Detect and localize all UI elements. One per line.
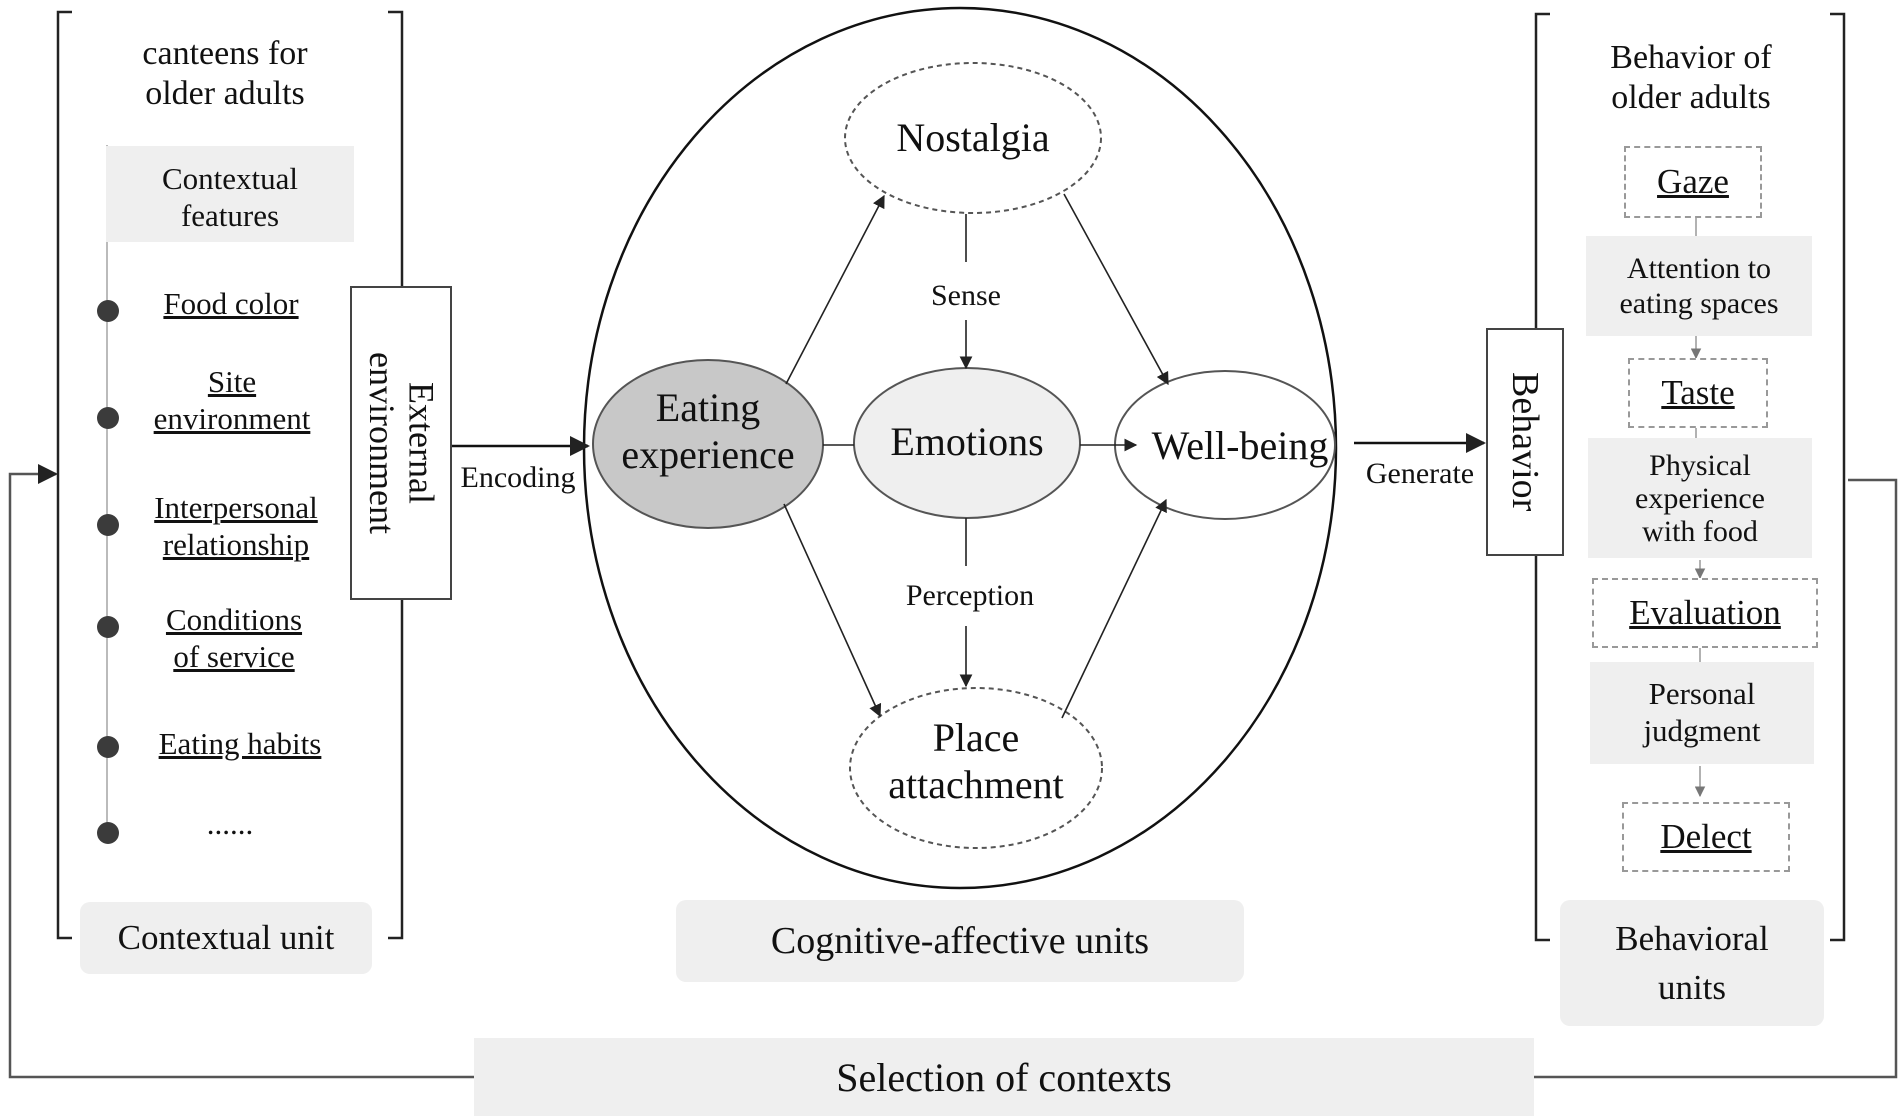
external-environment-box: External environment [350,286,452,600]
sense-label: Sense [931,279,1001,312]
item-eating-habits: Eating habits [158,726,322,761]
edge-eating-place [783,503,882,718]
step-evaluation: Evaluation [1592,578,1818,648]
nostalgia-node [844,62,1102,214]
step-delect: Delect [1622,802,1790,872]
item-site-environment: Site environment [153,364,311,436]
behavioral-units-label: Behavioral units [1560,900,1824,1026]
emotions-label: Emotions [890,419,1044,464]
edge-eating-nostalgia [785,194,885,385]
generate-label: Generate [1365,457,1475,490]
step-evaluation-label: Evaluation [1629,593,1781,632]
eating-experience-node [592,359,824,529]
step-delect-label: Delect [1660,817,1752,856]
bullet-dot [97,300,119,322]
place-attachment-label: Place attachment [888,715,1064,808]
right-title: Behavior of older adults [1610,39,1772,117]
step-taste-label: Taste [1661,373,1735,412]
step-gaze: Gaze [1624,146,1762,218]
step-attention: Attention to eating spaces [1586,236,1812,336]
left-title: canteens for older adults [142,35,308,113]
edge-nostalgia-wellbeing [1063,193,1169,386]
step-personal-judgment: Personal judgment [1590,662,1814,764]
item-interpersonal-relationship: Interpersonal relationship [154,490,318,562]
step-gaze-label: Gaze [1657,162,1729,201]
bullet-dot [97,822,119,844]
edge-place-wellbeing [1061,498,1167,719]
behavior-box: Behavior [1486,328,1564,556]
selection-of-contexts-label: Selection of contexts [474,1038,1534,1116]
bullet-dot [97,736,119,758]
bullet-dot [97,616,119,638]
bullet-dot [97,514,119,536]
place-attachment-node [849,687,1103,849]
feedback-loop [8,474,1898,1079]
perception-label: Perception [905,579,1035,612]
bullet-dot [97,407,119,429]
cognitive-affective-units-label: Cognitive-affective units [676,900,1244,982]
wellbeing-label: Well-being [1151,423,1329,468]
contextual-features-header: Contextual features [106,146,354,242]
behavior-box-label: Behavior [1504,372,1546,512]
eating-experience-label: Eating experience [621,385,795,478]
external-environment-label: External environment [362,352,442,534]
step-physical-experience: Physical experience with food [1588,438,1812,558]
item-ellipsis: ...... [206,806,254,841]
nostalgia-label: Nostalgia [896,115,1050,160]
contextual-unit-label: Contextual unit [80,902,372,974]
item-food-color: Food color [163,286,299,321]
item-conditions-of-service: Conditions of service [165,602,303,674]
step-taste: Taste [1628,358,1768,428]
encoding-label: Encoding [460,461,576,494]
